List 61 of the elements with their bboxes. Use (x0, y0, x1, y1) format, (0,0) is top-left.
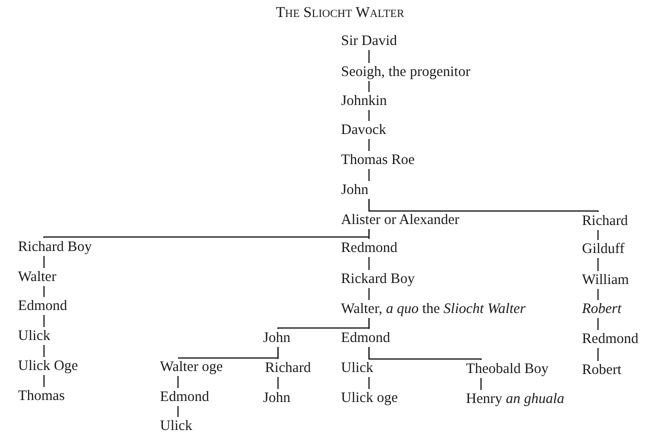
connector-line (368, 347, 482, 360)
connector-line (43, 315, 45, 327)
connector-line (368, 110, 370, 121)
connector-line (597, 289, 599, 300)
person-name: Johnkin (341, 92, 387, 110)
person-name: Gilduff (582, 240, 624, 258)
person-name: Redmond (582, 330, 638, 348)
connector-line (368, 81, 370, 92)
person-name: Alister or Alexander (341, 211, 460, 229)
person-name: Rickard Boy (341, 270, 415, 288)
person-name: Edmond (341, 329, 390, 347)
person-name: Walter oge (160, 358, 223, 376)
connector-line (368, 377, 370, 389)
connector-line (597, 348, 599, 361)
connector-line (368, 139, 370, 151)
person-name: Ulick (341, 359, 374, 377)
person-name: Seoigh, the progenitor (341, 63, 470, 81)
connector-line (368, 50, 370, 63)
person-name: Walter (18, 268, 56, 286)
diagram-title: The Sliocht Walter (274, 5, 406, 22)
person-name: Thomas (18, 387, 65, 405)
connector-line (368, 199, 599, 212)
person-name: Ulick oge (341, 389, 398, 407)
person-name: Edmond (18, 297, 68, 315)
person-name: John (263, 389, 290, 407)
person-name: Davock (341, 121, 386, 139)
connector-line (597, 318, 599, 330)
connector-line (43, 375, 45, 387)
person-name: William (582, 271, 629, 289)
person-name: Theobald Boy (466, 360, 549, 378)
connector-line (43, 286, 45, 297)
person-name: Richard (265, 359, 311, 377)
connector-line (277, 347, 279, 359)
connector-line (368, 229, 370, 239)
connector-line (277, 377, 279, 389)
person-name: Sir David (341, 32, 397, 50)
person-name: Redmond (341, 239, 398, 257)
connector-line (597, 258, 599, 271)
person-name: Ulick (18, 327, 50, 345)
connector-line (368, 318, 370, 329)
person-name: Henry an ghuala (466, 390, 564, 408)
connector-line (368, 257, 370, 270)
person-name: Ulick (160, 417, 192, 435)
person-name: Edmond (160, 388, 210, 406)
connector-line (177, 406, 179, 417)
person-name: Robert (582, 300, 622, 318)
connector-line (177, 376, 179, 388)
person-name: Richard Boy (18, 238, 92, 256)
connector-line (597, 230, 599, 240)
connector-line (43, 345, 45, 357)
connector-line (43, 256, 45, 268)
person-name: John (263, 329, 290, 347)
person-name: Walter, a quo the Sliocht Walter (341, 300, 526, 318)
connector-line (480, 378, 482, 390)
person-name: Ulick Oge (18, 357, 78, 375)
connector-line (368, 169, 370, 181)
person-name: Richard (582, 212, 628, 230)
person-name: Thomas Roe (341, 151, 415, 169)
person-name: Robert (582, 361, 622, 379)
person-name: John (341, 181, 368, 199)
connector-line (368, 288, 370, 300)
